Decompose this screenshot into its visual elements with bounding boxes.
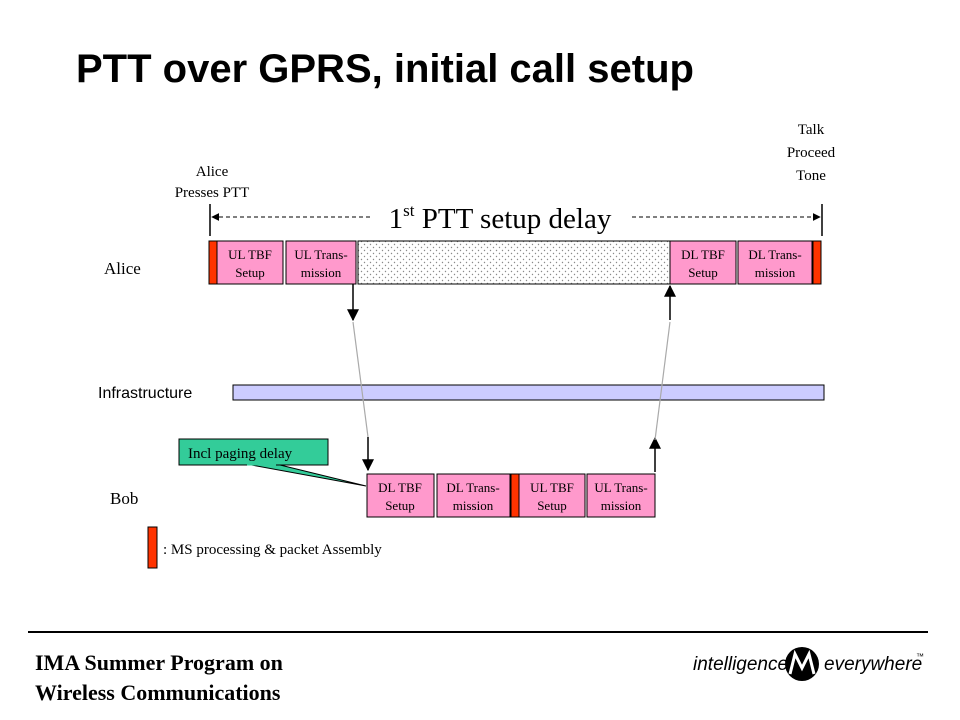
alice-ms-processing-end	[812, 240, 822, 285]
event-alice-presses-line1: Alice	[196, 164, 229, 180]
event-alice-presses: Alice Presses PTT	[175, 164, 250, 201]
logo-emblem	[785, 647, 819, 681]
alice-ul-trans-line2: mission	[301, 265, 342, 280]
row-label-infrastructure: Infrastructure	[98, 385, 192, 402]
alice-dl-trans-line2: mission	[755, 265, 796, 280]
alice-dl-trans-line1: DL Trans-	[748, 247, 801, 262]
callout-box	[178, 438, 329, 466]
alice-dl-tbf-line1: DL TBF	[681, 247, 725, 262]
callout-seam-cover	[247, 463, 276, 466]
alice-ul-tbf-line1: UL TBF	[228, 247, 272, 262]
bob-ul-tbf-line2: Setup	[537, 498, 567, 513]
bob-ul-tbf-setup-box	[518, 473, 586, 518]
bob-dl-trans-line2: mission	[453, 498, 494, 513]
bob-ms-processing	[510, 473, 520, 518]
bob-ul-trans-line2: mission	[601, 498, 642, 513]
logo-emblem-mark	[788, 649, 816, 675]
bob-ul-trans-line1: UL Trans-	[594, 480, 647, 495]
callout-text: Incl paging delay	[188, 446, 293, 462]
logo-trademark: ™	[916, 652, 924, 661]
logo-text-right: everywhere	[824, 654, 922, 675]
bob-dl-transmission-box	[436, 473, 511, 518]
event-talk-proceed-line2: Proceed	[787, 145, 836, 161]
bob-ul-tbf-line1: UL TBF	[530, 480, 574, 495]
logo-text-left: intelligence	[693, 654, 788, 675]
legend-swatch	[147, 526, 158, 569]
downlink-path-through-infrastructure	[654, 321, 671, 441]
alice-dl-tbf-line2: Setup	[688, 265, 718, 280]
bob-dl-tbf-setup-box	[366, 473, 435, 518]
bob-ul-transmission-box	[586, 473, 656, 518]
legend-text: : MS processing & packet Assembly	[163, 542, 382, 558]
alice-waiting-period	[357, 240, 671, 285]
alice-dl-transmission-box	[737, 240, 813, 285]
brand-logo: intelligence everywhere ™	[693, 647, 924, 681]
infrastructure-bar	[232, 384, 825, 401]
alice-ul-trans-line1: UL Trans-	[294, 247, 347, 262]
event-talk-proceed: Talk Proceed Tone	[787, 122, 836, 184]
alice-ms-processing-start	[208, 240, 218, 285]
bob-dl-tbf-line1: DL TBF	[378, 480, 422, 495]
bob-timeline: DL TBF Setup DL Trans- mission UL TBF Se…	[366, 473, 656, 518]
alice-ul-tbf-line2: Setup	[235, 265, 265, 280]
footer-line1: IMA Summer Program on	[35, 650, 283, 675]
footer-line2: Wireless Communications	[35, 680, 281, 705]
bob-dl-tbf-line2: Setup	[385, 498, 415, 513]
paging-delay-callout: Incl paging delay	[178, 438, 367, 487]
alice-ul-tbf-setup-box	[216, 240, 284, 285]
row-label-bob: Bob	[110, 489, 138, 508]
callout-pointer	[245, 463, 367, 487]
event-alice-presses-line2: Presses PTT	[175, 185, 250, 201]
page-title: PTT over GPRS, initial call setup	[76, 47, 694, 91]
row-label-alice: Alice	[104, 259, 141, 278]
delay-label: 1st PTT setup delay	[389, 201, 612, 235]
uplink-path-through-infrastructure	[352, 321, 369, 438]
event-talk-proceed-line3: Tone	[796, 168, 826, 184]
event-talk-proceed-line1: Talk	[798, 122, 825, 138]
alice-dl-tbf-setup-box	[669, 240, 737, 285]
bob-dl-trans-line1: DL Trans-	[446, 480, 499, 495]
alice-timeline: UL TBF Setup UL Trans- mission DL TBF Se…	[208, 240, 822, 285]
alice-ul-transmission-box	[285, 240, 357, 285]
